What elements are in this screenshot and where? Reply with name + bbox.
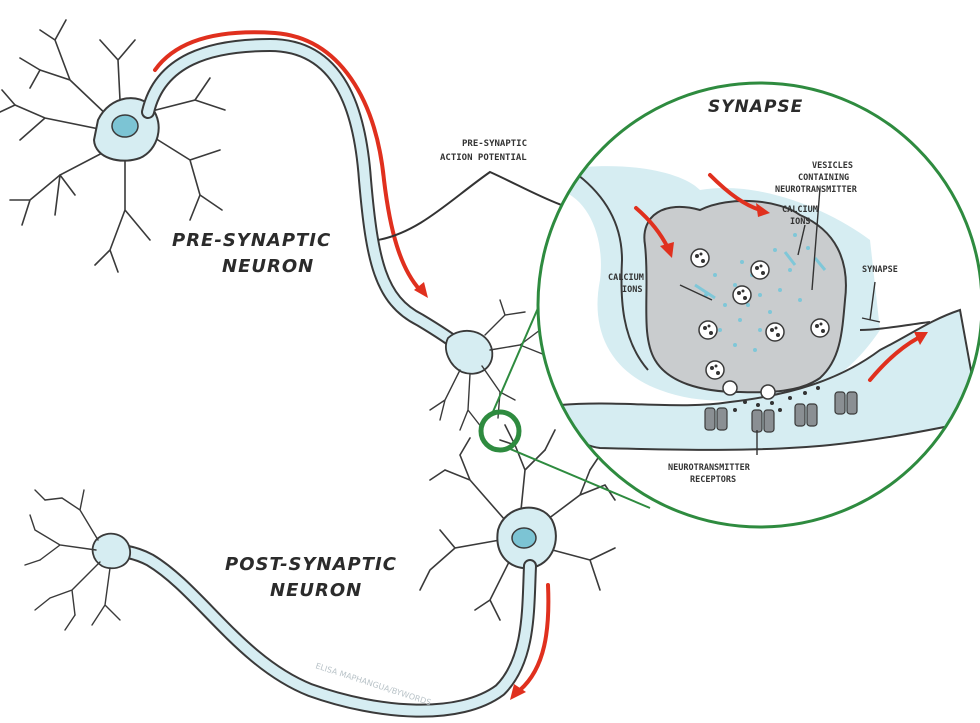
pre-neuron-axon xyxy=(148,45,462,348)
post-neuron-label-line2: NEURON xyxy=(270,580,362,601)
action-potential-label-line1: PRE-SYNAPTIC xyxy=(462,139,527,149)
calcium-top-label-line1: CALCIUM xyxy=(782,205,818,215)
calcium-left-label-line2: IONS xyxy=(622,285,642,295)
pre-synaptic-neuron xyxy=(0,20,545,430)
vesicles-label-line2: CONTAINING xyxy=(798,173,849,183)
vesicles-label-line3: NEUROTRANSMITTER xyxy=(775,185,858,195)
pre-neuron-terminal xyxy=(446,331,492,374)
action-potential-label-line2: ACTION POTENTIAL xyxy=(440,153,527,163)
pre-neuron-nucleus xyxy=(112,115,138,137)
synapse-zoom-view xyxy=(538,83,980,527)
calcium-top-label-line2: IONS xyxy=(790,217,810,227)
vesicles-label-line1: VESICLES xyxy=(812,161,853,171)
receptors-label-line1: NEUROTRANSMITTER xyxy=(668,463,751,473)
receptors-label-line2: RECEPTORS xyxy=(690,475,736,485)
pre-neuron-label-line1: PRE-SYNAPTIC xyxy=(172,230,331,251)
synapse-cleft-label: SYNAPSE xyxy=(862,265,898,275)
synapse-title: SYNAPSE xyxy=(708,97,803,117)
post-neuron-label-line1: POST-SYNAPTIC xyxy=(225,554,397,575)
calcium-left-label-line1: CALCIUM xyxy=(608,273,644,283)
pre-neuron-label-line2: NEURON xyxy=(222,256,314,277)
zoom-source-circle xyxy=(481,412,519,450)
post-neuron-nucleus xyxy=(512,528,536,548)
